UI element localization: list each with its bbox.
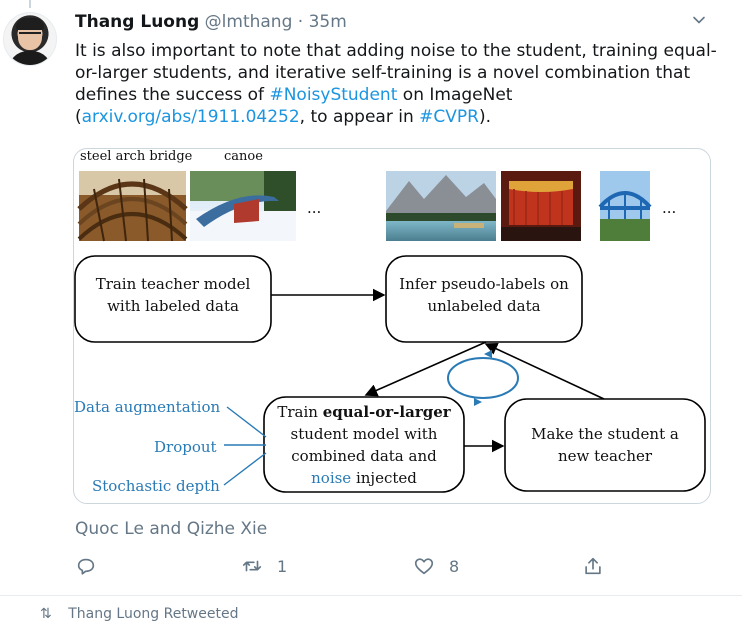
photo-canoe bbox=[190, 171, 296, 241]
heart-icon bbox=[414, 558, 434, 575]
tweet-media-image[interactable]: steel arch bridge canoe ... ... Train te… bbox=[73, 148, 711, 504]
photo-mountain-lake bbox=[386, 171, 496, 241]
noise-stochastic-depth: Stochastic depth bbox=[92, 477, 220, 495]
student-noise-text: noise bbox=[311, 469, 352, 487]
cycle-icon bbox=[447, 350, 519, 406]
student-bold-text: equal-or-larger bbox=[322, 403, 451, 421]
photo-theater bbox=[501, 171, 581, 241]
student-text: injected bbox=[351, 469, 417, 487]
tweet-header: Thang Luong @lmthang · 35m bbox=[75, 11, 347, 33]
next-tweet-social-context: ⇅ Thang Luong Retweeted bbox=[40, 606, 238, 622]
noise-data-augmentation: Data augmentation bbox=[74, 398, 221, 416]
like-button[interactable]: 8 bbox=[413, 552, 459, 580]
box-infer-pseudo-labels bbox=[385, 255, 583, 343]
tweet-divider bbox=[0, 595, 742, 596]
student-text: Train bbox=[277, 403, 323, 421]
box-make-teacher bbox=[504, 398, 706, 492]
thread-line bbox=[29, 0, 31, 8]
reply-icon bbox=[77, 558, 95, 575]
text-segment: on ImageNet ( bbox=[75, 85, 513, 127]
text-segment: ). bbox=[478, 107, 491, 127]
box-make-teacher-label: Make the student a new teacher bbox=[531, 425, 679, 465]
ellipsis-right: ... bbox=[662, 199, 677, 217]
ellipsis-left: ... bbox=[307, 199, 322, 217]
reply-button[interactable] bbox=[75, 552, 111, 580]
noise-dropout: Dropout bbox=[154, 438, 217, 456]
author-name[interactable]: Thang Luong bbox=[75, 12, 200, 32]
separator-dot: · bbox=[297, 12, 304, 32]
share-button[interactable] bbox=[582, 552, 604, 580]
text-segment: , to appear in bbox=[299, 107, 420, 127]
arrow-infer-to-student bbox=[364, 341, 487, 397]
like-count: 8 bbox=[449, 556, 460, 576]
hashtag-cvpr[interactable]: #CVPR bbox=[419, 107, 479, 127]
media-credit[interactable]: Quoc Le and Qizhe Xie bbox=[75, 519, 268, 539]
share-icon bbox=[585, 557, 601, 575]
retweet-icon bbox=[242, 560, 262, 572]
retweet-icon: ⇅ bbox=[40, 606, 52, 622]
timestamp[interactable]: 35m bbox=[308, 12, 347, 32]
noise-connectors bbox=[223, 406, 267, 486]
student-text: student model with combined data and bbox=[290, 425, 438, 465]
box-student-label: Train equal-or-larger student model with… bbox=[276, 401, 452, 489]
arrow-make-to-infer bbox=[484, 342, 605, 400]
label-steel-arch-bridge: steel arch bridge bbox=[80, 149, 193, 164]
retweet-button[interactable]: 1 bbox=[241, 552, 287, 580]
tweet-text: It is also important to note that adding… bbox=[75, 40, 725, 128]
arxiv-link[interactable]: arxiv.org/abs/1911.04252 bbox=[81, 107, 300, 127]
photo-blue-bridge bbox=[598, 171, 652, 241]
hashtag-noisystudent[interactable]: #NoisyStudent bbox=[269, 85, 398, 105]
retweet-count: 1 bbox=[277, 556, 288, 576]
retweeted-label[interactable]: Thang Luong Retweeted bbox=[68, 606, 239, 622]
box-train-teacher bbox=[74, 255, 272, 343]
diagram-graphics bbox=[74, 171, 706, 493]
label-canoe: canoe bbox=[224, 149, 263, 164]
text-segment: It is also important to note that adding… bbox=[75, 41, 717, 105]
box-teacher-label: Train teacher model with labeled data bbox=[95, 275, 251, 315]
photo-steel-arch-bridge bbox=[77, 171, 188, 242]
author-handle[interactable]: @lmthang bbox=[204, 12, 293, 32]
chevron-down-icon[interactable] bbox=[691, 12, 707, 28]
box-infer-label: Infer pseudo-labels on unlabeled data bbox=[399, 275, 569, 315]
avatar[interactable] bbox=[3, 12, 57, 66]
